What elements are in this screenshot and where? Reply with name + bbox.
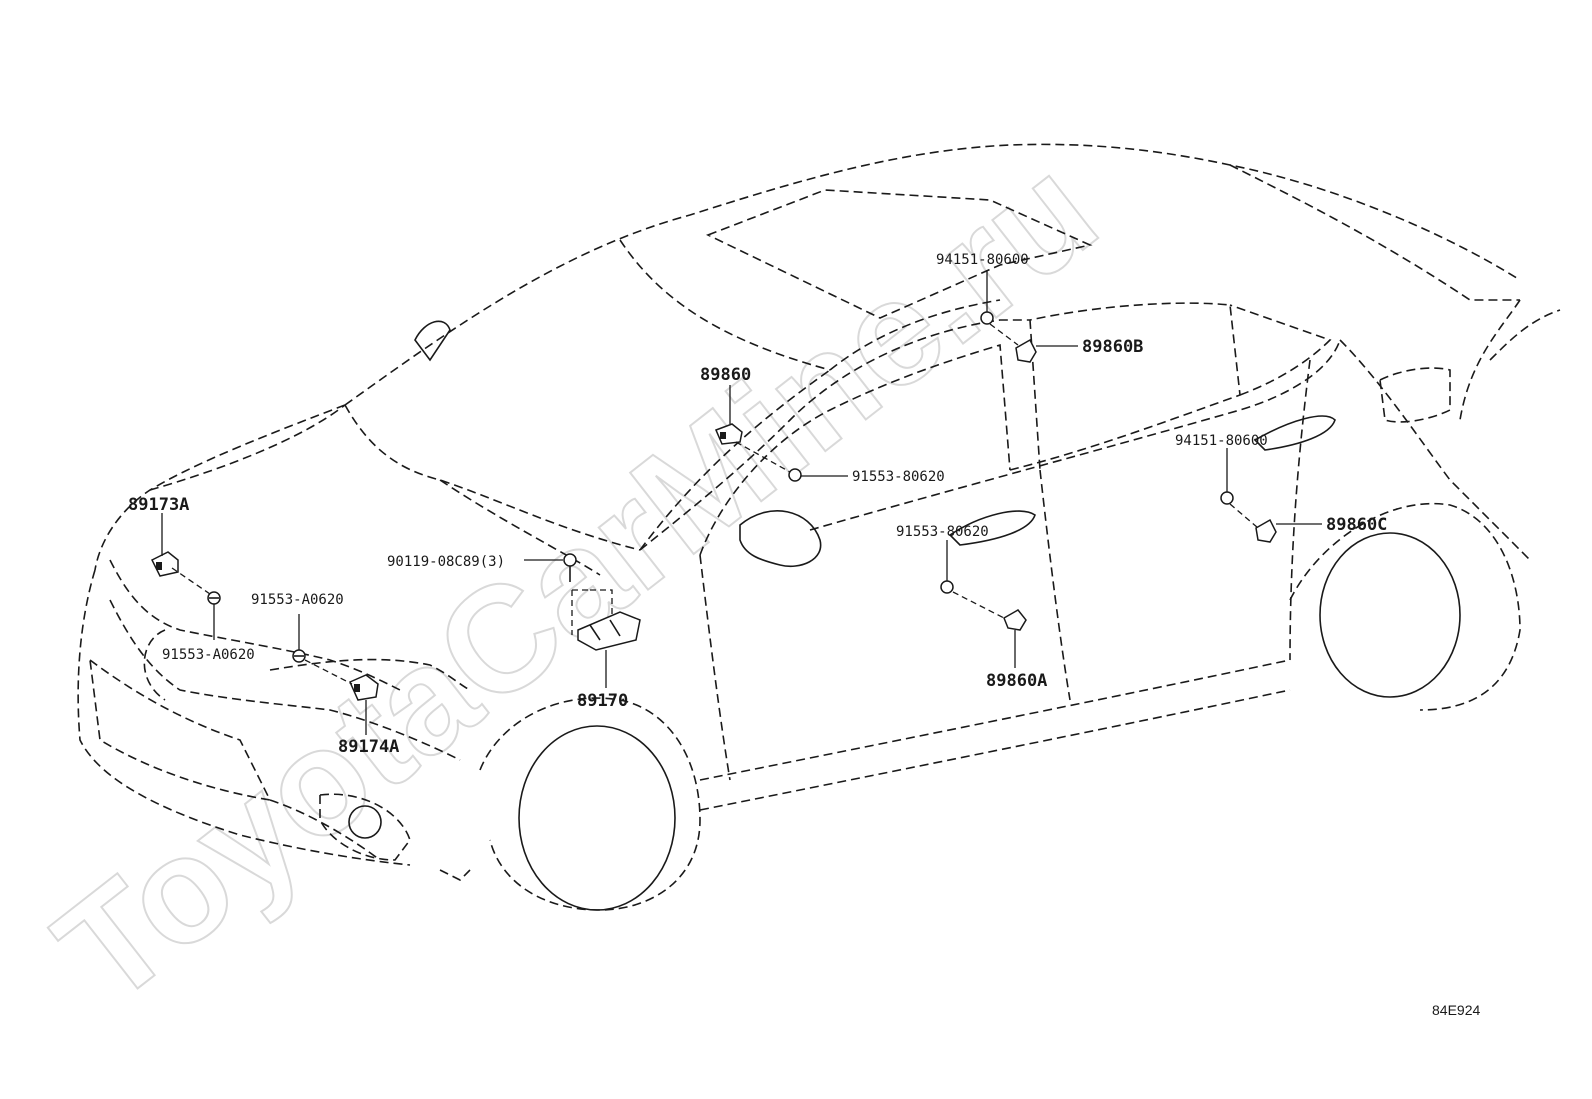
label-89860c: 89860C: [1326, 515, 1387, 535]
bolt-91553-a0620-lower: [292, 649, 306, 663]
sensor-89860b: [1015, 338, 1037, 363]
label-91553-80620-door: 91553-80620: [896, 524, 989, 540]
label-89174a: 89174A: [338, 737, 399, 757]
car-outline: [77, 143, 1561, 911]
label-91553-80620-upper: 91553-80620: [852, 469, 945, 485]
part-labels: 89173A 91553-A0620 91553-A0620 89174A 90…: [128, 252, 1387, 757]
label-94151-80600-pillar: 94151-80600: [936, 252, 1029, 268]
label-91553-a0620-upper: 91553-A0620: [251, 592, 344, 608]
bolt-91553-80620-upper: [788, 468, 802, 482]
sensor-89860c: [1255, 518, 1277, 543]
parts-layer: [150, 311, 1277, 701]
label-91553-a0620-lower: 91553-A0620: [162, 647, 255, 663]
module-89170: [571, 589, 641, 651]
nut-94151-80600-pillar: [980, 311, 994, 325]
label-90119-08c89: 90119-08C89(3): [387, 554, 505, 570]
label-89860: 89860: [700, 365, 751, 385]
bolt-91553-80620-door: [940, 580, 954, 594]
sensor-89173a: [150, 551, 179, 577]
sensor-89860a: [1003, 609, 1027, 631]
label-89170: 89170: [577, 691, 628, 711]
leader-lines: [161, 270, 1322, 735]
label-89860a: 89860A: [986, 671, 1047, 691]
sensor-89860: [715, 423, 743, 445]
label-89173a: 89173A: [128, 495, 189, 515]
screw-90119-08c89: [563, 553, 577, 582]
sensor-89174a: [349, 674, 379, 701]
nut-94151-80600-rear: [1220, 491, 1234, 505]
label-94151-80600-rear: 94151-80600: [1175, 433, 1268, 449]
catalog-code: 84E924: [1432, 1002, 1480, 1018]
label-89860b: 89860B: [1082, 337, 1143, 357]
